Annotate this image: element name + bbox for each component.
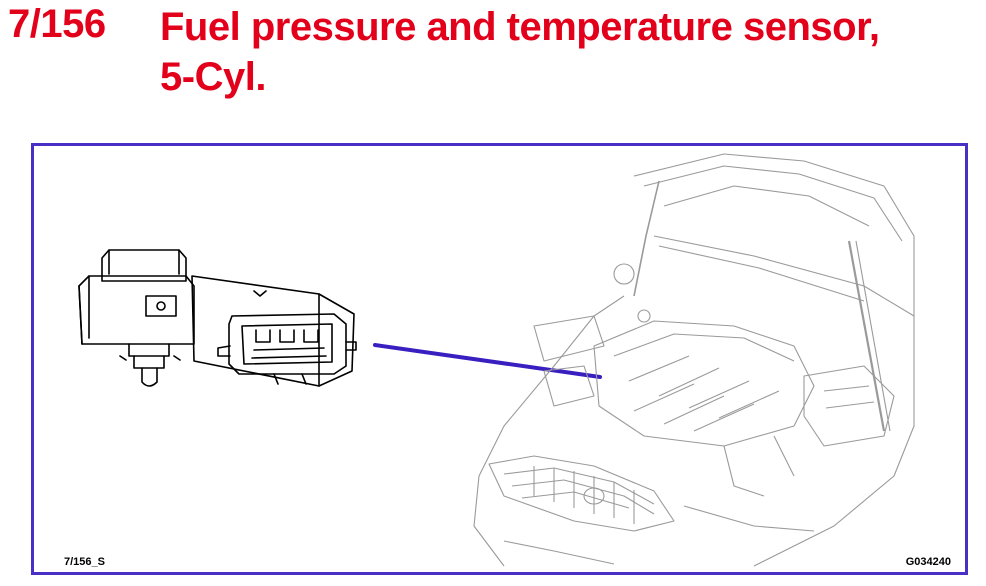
figure-frame: 7/156_S G034240 bbox=[31, 143, 968, 575]
page-title: Fuel pressure and temperature sensor, 5-… bbox=[160, 2, 980, 102]
pointer-line bbox=[373, 343, 602, 379]
title-line-2: 5-Cyl. bbox=[160, 55, 266, 99]
sensor-drawing bbox=[78, 249, 357, 387]
figure-illustration bbox=[78, 153, 915, 567]
figure-ref-right: G034240 bbox=[905, 556, 951, 568]
title-line-1: Fuel pressure and temperature sensor, bbox=[160, 5, 880, 49]
page-code: 7/156 bbox=[8, 2, 106, 46]
figure-ref-left: 7/156_S bbox=[64, 556, 105, 568]
car-engine-bay-drawing bbox=[473, 153, 915, 567]
